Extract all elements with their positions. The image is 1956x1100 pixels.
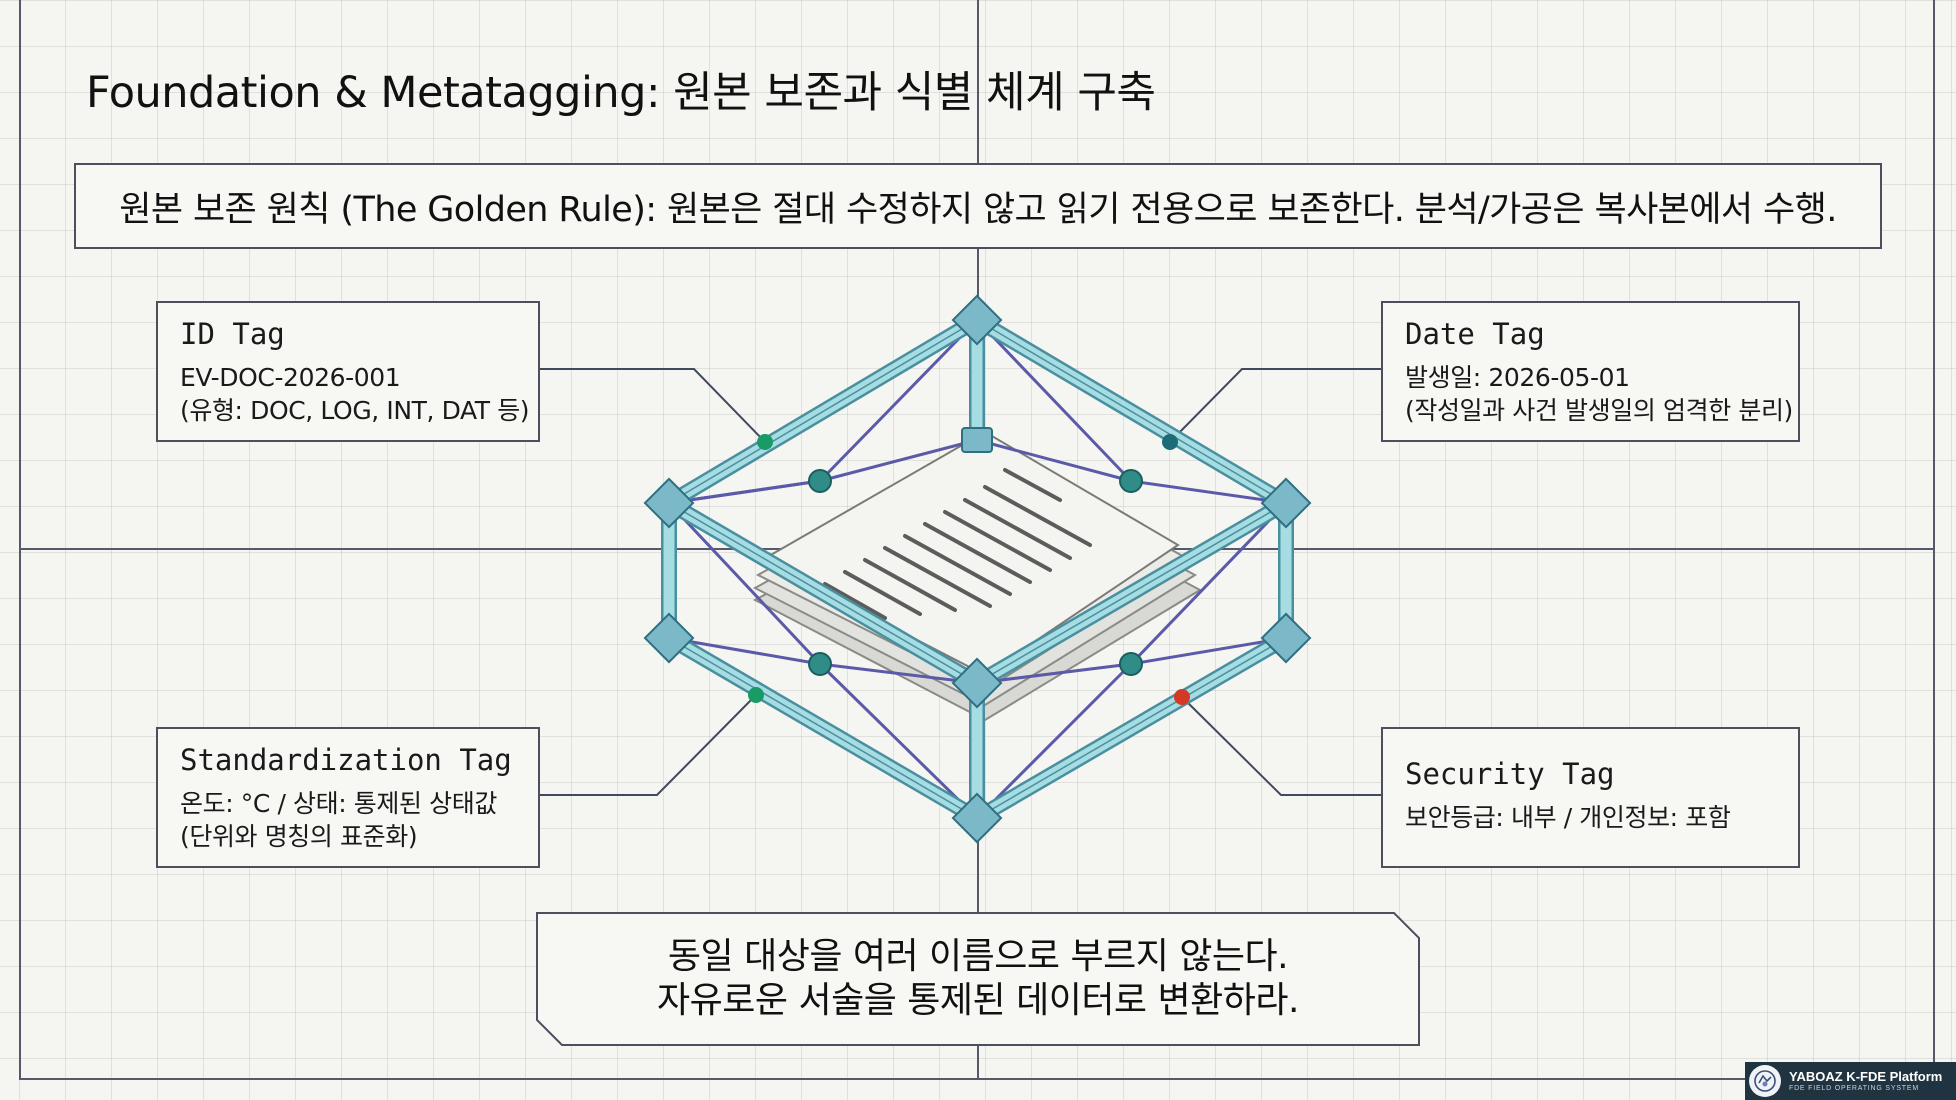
connector-lines xyxy=(540,368,1381,796)
standardization-tag-title: Standardization Tag xyxy=(180,743,512,777)
principle-box: 동일 대상을 여러 이름으로 부르지 않는다. 자유로운 서술을 통제된 데이터… xyxy=(537,913,1419,1045)
security-tag-title: Security Tag xyxy=(1405,757,1615,791)
page-title: Foundation & Metatagging: 원본 보존과 식별 체계 구… xyxy=(86,68,1156,118)
standardization-tag-box: Standardization Tag 온도: °C / 상태: 통제된 상태값… xyxy=(156,727,540,868)
date-tag-note: (작성일과 사건 발생일의 엄격한 분리) xyxy=(1405,396,1793,425)
connector-standardization xyxy=(540,694,757,796)
date-tag-title: Date Tag xyxy=(1405,317,1545,351)
principle-text: 동일 대상을 여러 이름으로 부르지 않는다. 자유로운 서술을 통제된 데이터… xyxy=(537,913,1419,1045)
date-tag-box: Date Tag 발생일: 2026-05-01 (작성일과 사건 발생일의 엄… xyxy=(1381,301,1800,442)
brand-name: YABOAZ K-FDE Platform xyxy=(1789,1068,1943,1084)
date-tag-example: 발생일: 2026-05-01 xyxy=(1405,363,1630,392)
connector-id xyxy=(540,368,766,443)
cube-frame xyxy=(661,312,1294,826)
standardization-tag-example: 온도: °C / 상태: 통제된 상태값 xyxy=(180,789,497,818)
brand-badge: YABOAZ K-FDE Platform FDE FIELD OPERATIN… xyxy=(1745,1062,1956,1100)
cross-braces xyxy=(667,318,1288,820)
corner-joints xyxy=(643,294,1312,844)
date-tag-anchor-dot xyxy=(1162,434,1178,450)
id-tag-box: ID Tag EV-DOC-2026-001 (유형: DOC, LOG, IN… xyxy=(156,301,540,442)
principle-line-2: 자유로운 서술을 통제된 데이터로 변환하라. xyxy=(657,980,1299,1021)
frame-nodes xyxy=(808,469,1143,676)
principle-line-1: 동일 대상을 여러 이름으로 부르지 않는다. xyxy=(667,936,1289,977)
brand-subtitle: FDE FIELD OPERATING SYSTEM xyxy=(1789,1084,1919,1092)
id-tag-note: (유형: DOC, LOG, INT, DAT 등) xyxy=(180,396,530,425)
id-tag-title: ID Tag xyxy=(180,317,285,351)
standardization-tag-note: (단위와 명칭의 표준화) xyxy=(180,822,418,851)
brand-logo-icon xyxy=(1749,1065,1781,1097)
golden-rule-box: 원본 보존 원칙 (The Golden Rule): 원본은 절대 수정하지 … xyxy=(74,163,1882,249)
security-tag-box: Security Tag 보안등급: 내부 / 개인정보: 포함 xyxy=(1381,727,1800,868)
security-tag-anchor-dot xyxy=(1174,689,1190,705)
security-tag-example: 보안등급: 내부 / 개인정보: 포함 xyxy=(1405,803,1731,832)
connector-date xyxy=(1169,368,1381,443)
id-tag-example: EV-DOC-2026-001 xyxy=(180,363,401,392)
principle-box-outline xyxy=(536,912,1420,1046)
id-tag-anchor-dot xyxy=(757,434,773,450)
golden-rule-text: 원본 보존 원칙 (The Golden Rule): 원본은 절대 수정하지 … xyxy=(119,189,1837,230)
connector-security xyxy=(1181,696,1381,796)
standardization-tag-anchor-dot xyxy=(748,687,764,703)
